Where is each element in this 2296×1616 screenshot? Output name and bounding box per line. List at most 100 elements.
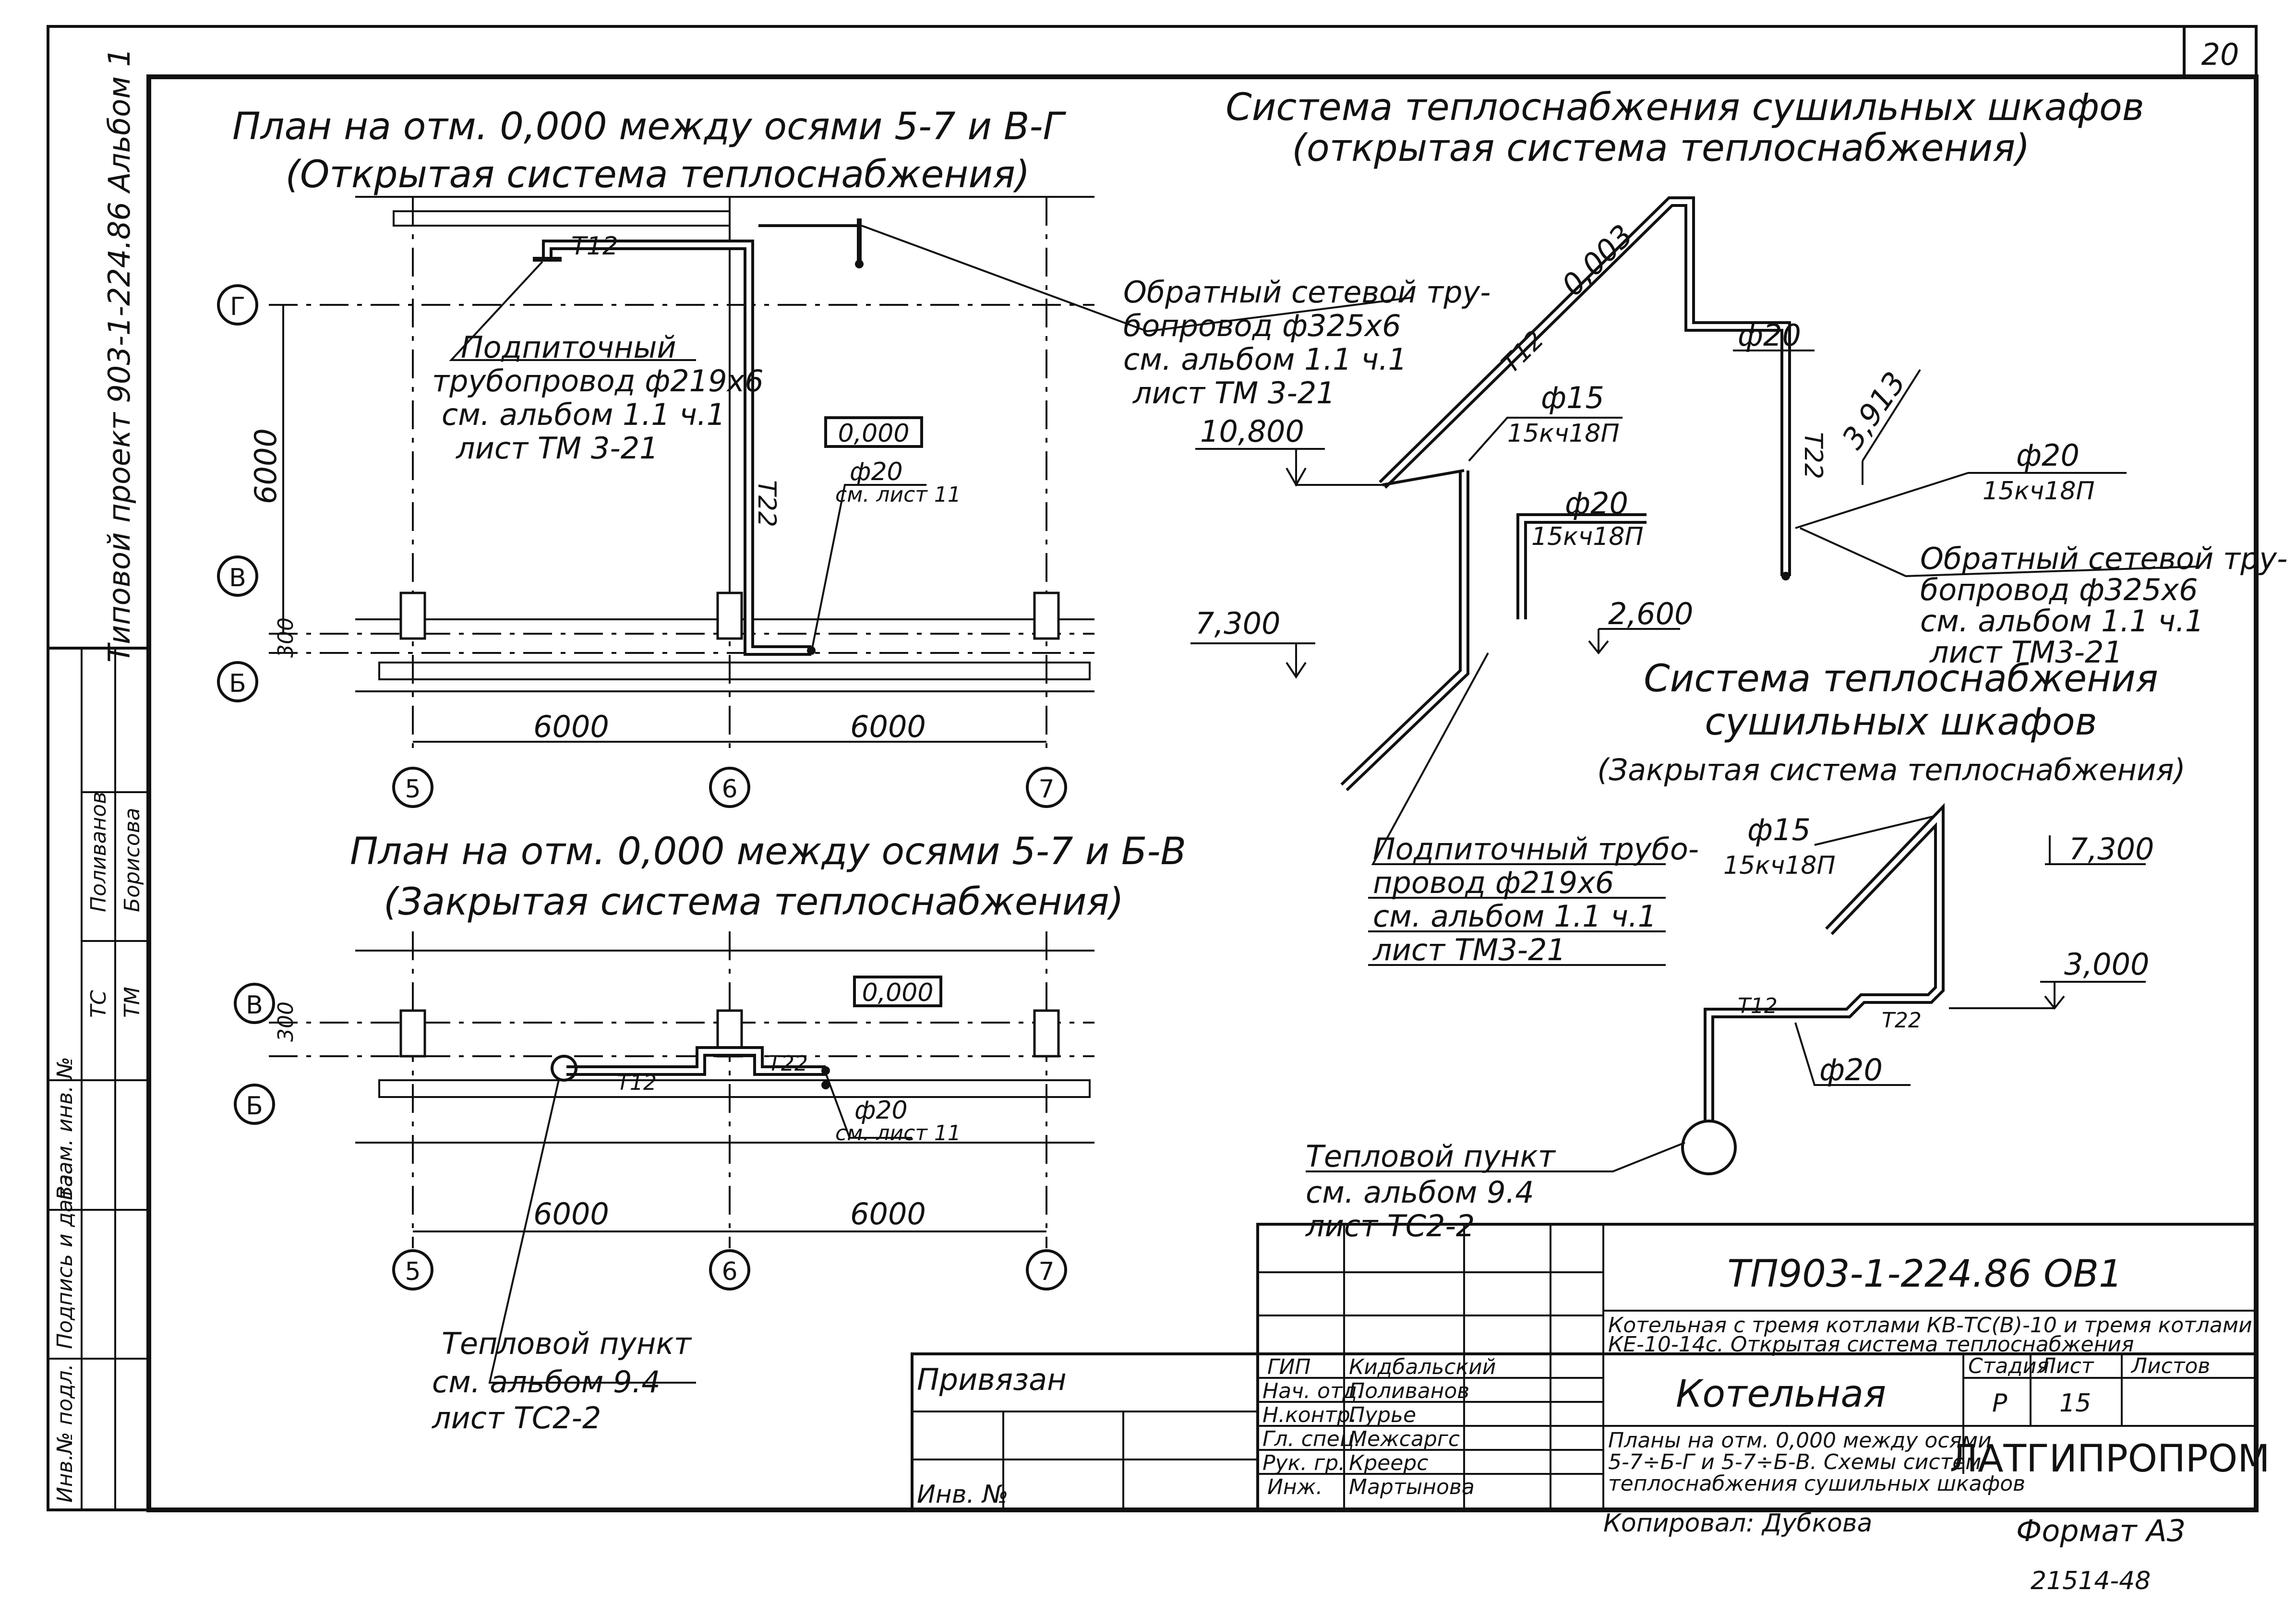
scheme-closed-title-2: сушильных шкафов (1705, 700, 2097, 744)
scheme-valve-15: 15кч18П (1507, 419, 1620, 448)
scheme-lvl-7300: 7,300 (1195, 606, 1281, 641)
scheme-note-return-2: бопровод ф325х6 (1920, 572, 2198, 607)
note-return-1: Обратный сетевой тру- (1123, 275, 1491, 310)
axis-marker-6-2 (709, 1249, 750, 1290)
axis-marker-7-2 (1026, 1249, 1067, 1290)
leader-return-scheme (1800, 527, 2199, 578)
name-3: Межсаргс (1349, 1427, 1460, 1451)
axis-marker-g (217, 284, 258, 326)
scheme-note-feed-3: см. альбом 1.1 ч.1 (1373, 899, 1657, 934)
pipe-label-t22-2: Т22 (768, 1051, 808, 1076)
note-feed-2: трубопровод ф219х6 (432, 363, 764, 398)
axis-marker-b-2-label: Б (246, 1092, 263, 1121)
plan-closed: План на отм. 0,000 между осями 5-7 и Б-В… (234, 830, 1186, 1435)
scheme-note-feed-1: Подпиточный трубо- (1373, 832, 1699, 867)
scheme2-valve-15: 15кч18П (1723, 851, 1836, 880)
format-label: Формат А3 (2016, 1513, 2186, 1548)
scheme2-note-heat-1: Тепловой пункт (1306, 1139, 1556, 1174)
sheet-number: 20 (2201, 37, 2239, 72)
scheme-open-title-1: Система теплоснабжения сушильных шкафов (1226, 86, 2144, 129)
note-heat-2: см. альбом 9.4 (432, 1364, 661, 1399)
scheme-d20-mid: ф20 (1565, 486, 1628, 521)
scheme-note-return-3: см. альбом 1.1 ч.1 (1920, 603, 2204, 639)
stage-value: Р (1992, 1389, 2007, 1418)
role-0: ГИП (1267, 1355, 1311, 1379)
level-box (853, 976, 942, 1007)
plan-open-beam (378, 662, 1091, 680)
scheme2-note-heat-3: лист ТС2-2 (1305, 1208, 1475, 1243)
pipe-label-t12-2: Т12 (617, 1071, 657, 1095)
strip-sign-2: Борисова (120, 808, 144, 912)
title-block: Привязан Инв. № ГИП Кидбальский Нач. отд… (911, 1223, 2270, 1595)
axis-marker-v-2-label: В (246, 991, 263, 1020)
note-return-4: лист ТМ 3-21 (1132, 375, 1335, 410)
scheme-closed: Система теплоснабжения сушильных шкафов … (1305, 657, 2186, 1243)
axis-marker-5-label: 5 (405, 775, 421, 804)
scheme-closed-title-3: (Закрытая система теплоснабжения) (1597, 752, 2186, 787)
note-d20-1: ф20 (850, 458, 903, 486)
leader-d20-2 (825, 1073, 912, 1139)
doc-code: ТП903-1-224.86 ОВ1 (1727, 1253, 2122, 1296)
strip-col-sign: Подпись и дата (53, 1174, 77, 1349)
level-box-value: 0,000 (838, 419, 910, 448)
scheme-pipe-t22: Т22 (1799, 432, 1827, 479)
role-2: Н.контр. (1262, 1403, 1357, 1427)
column (1033, 1009, 1060, 1058)
scheme-valve-right: 15кч18П (1983, 477, 2095, 506)
scheme-note-feed-2: провод ф219х6 (1373, 865, 1614, 900)
strip-col-inv: Инв.№ подл. (53, 1363, 77, 1503)
left-stamp-strip: Инв.№ подл. Подпись и дата Взам. инв. № … (47, 647, 150, 1511)
dim-bottom-1-2: 6000 (533, 1196, 609, 1231)
scheme2-lvl-3000: 3,000 (2064, 947, 2150, 982)
plan-closed-title-1: План на отм. 0,000 между осями 5-7 и Б-В (350, 830, 1186, 873)
scheme2-lvl-7300: 7,300 (2069, 832, 2154, 867)
note-return-3: см. альбом 1.1 ч.1 (1123, 342, 1407, 377)
scheme-open-title-2: (открытая система теплоснабжения) (1292, 127, 2030, 170)
column (1033, 591, 1060, 640)
scheme2-d15: ф15 (1747, 812, 1811, 847)
dim-small-300: 300 (274, 617, 298, 658)
note-heat-3: лист ТС2-2 (432, 1400, 601, 1435)
axis-marker-6-label: 6 (721, 775, 737, 804)
axis-marker-7-2-label: 7 (1038, 1257, 1054, 1286)
sheet-desc-2: 5-7÷Б-Г и 5-7÷Б-В. Схемы систем (1608, 1450, 1981, 1474)
leader-feed (449, 261, 696, 361)
scheme2-note-heat-2: см. альбом 9.4 (1306, 1175, 1534, 1210)
project-line-1: Котельная с тремя котлами КВ-ТС(В)-10 и … (1608, 1313, 2252, 1338)
dim-bottom-2: 6000 (850, 709, 926, 744)
axis-marker-7-label: 7 (1038, 775, 1054, 804)
org-name: ЛАТГИПРОПРОМ (1949, 1437, 2270, 1481)
axis-marker-5 (392, 767, 433, 808)
scheme-lvl-10800: 10,800 (1200, 414, 1304, 449)
note-d20-2-1: ф20 (854, 1096, 908, 1125)
plan-open-top-wall (393, 210, 731, 227)
bound-label: Привязан (917, 1362, 1067, 1397)
heat-point-small (551, 1055, 577, 1082)
role-4: Рук. гр. (1262, 1451, 1345, 1475)
note-return-2: бопровод ф325х6 (1123, 308, 1401, 343)
note-feed-4: лист ТМ 3-21 (456, 431, 659, 466)
sheet-number-box (2183, 25, 2258, 78)
inv-label: Инв. № (917, 1480, 1009, 1509)
pipe-t22-scheme (1340, 470, 1469, 791)
strip-mark-tc: ТС (86, 990, 111, 1018)
stage-label: Стадия (1968, 1354, 2049, 1378)
scheme-d20-right: ф20 (2016, 438, 2080, 473)
scheme-note-return-4: лист ТМ3-21 (1929, 635, 2123, 670)
column (399, 591, 426, 640)
dim-bottom-2-2: 6000 (850, 1196, 926, 1231)
column (716, 591, 743, 640)
role-3: Гл. спец. (1262, 1427, 1361, 1451)
pipe-label-t12: Т12 (571, 232, 618, 261)
strip-mark-tm: ТМ (120, 987, 144, 1018)
role-1: Нач. отд. (1262, 1379, 1364, 1403)
scheme-open: Система теплоснабжения сушильных шкафов … (1190, 86, 2288, 967)
axis-marker-6 (709, 767, 750, 808)
project-line-2: КЕ-10-14с. Открытая система теплоснабжен… (1608, 1332, 2134, 1357)
name-5: Мартынова (1349, 1475, 1475, 1499)
axis-marker-5-2-label: 5 (405, 1257, 421, 1286)
scheme-valve-mid: 15кч18П (1531, 522, 1644, 551)
note-heat-1: Тепловой пункт (442, 1326, 692, 1361)
sheet-label: Лист (2039, 1354, 2094, 1378)
